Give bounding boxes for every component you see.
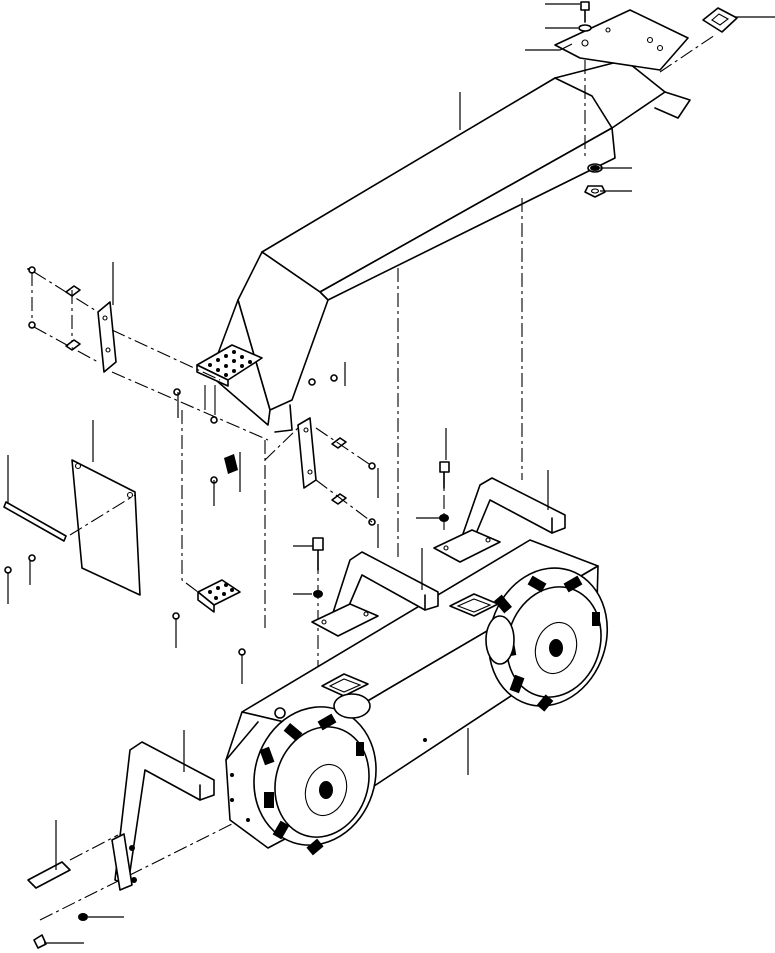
bottom-hardware (33, 913, 88, 949)
callout-leaders (7, 3, 775, 944)
center-bolts (312, 461, 450, 598)
center-right-hardware (264, 374, 376, 526)
center-mount-plate (297, 417, 317, 489)
front-sprocket (253, 693, 377, 856)
front-support-stand (111, 741, 215, 891)
top-mount-plate (554, 9, 689, 71)
step-brackets (173, 385, 218, 424)
upper-left-hardware (28, 266, 99, 363)
small-plate (27, 861, 71, 889)
boom-arm (209, 59, 691, 433)
flap-bar (3, 494, 136, 574)
center-support-stand (311, 551, 439, 637)
mud-flap (71, 459, 141, 596)
step-grate-upper (196, 344, 263, 387)
reflector (210, 454, 238, 484)
step-grate-lower (172, 579, 246, 656)
alignment-lines (39, 34, 716, 921)
nut-washer-stack (584, 163, 606, 198)
top-bolt (578, 1, 592, 32)
left-mount-plate (97, 301, 117, 373)
rear-sprocket (485, 567, 609, 712)
top-pad (702, 7, 738, 33)
right-support-stand (433, 477, 566, 563)
